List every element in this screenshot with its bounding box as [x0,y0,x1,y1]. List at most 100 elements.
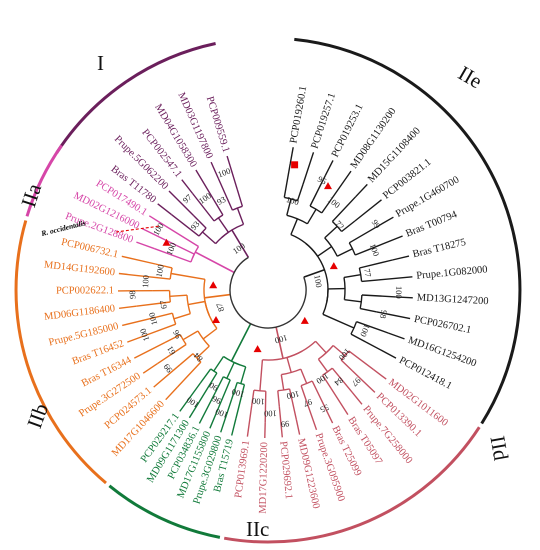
leaf-branch [325,408,334,424]
node-arc [203,279,211,316]
leaf-branch [378,216,394,227]
internal-branch [171,214,200,237]
leaf-label: MD06G1186400 [44,303,116,323]
clade-stem [231,229,250,258]
internal-branch [336,248,353,257]
bootstrap-value: 100 [138,327,152,342]
bootstrap-value: 98 [378,309,390,319]
internal-branch [165,225,199,248]
node-arc [236,381,245,386]
bootstrap-value: 100 [394,286,404,299]
leaf-branch [118,272,137,277]
leaf-branch [392,255,410,261]
internal-branch [202,231,217,245]
clade-label-IIc: IIc [246,517,269,541]
annotation-r-occidentalis: R. occidentalis [39,218,86,238]
internal-branch [217,217,229,233]
internal-branch [170,272,206,280]
leaf-branch [305,400,318,431]
internal-branch [286,198,292,216]
bootstrap-value: 100 [337,346,353,362]
internal-branch [344,299,362,303]
duplication-marker [300,316,309,324]
internal-branch [322,313,355,329]
node-arc [359,294,363,309]
internal-branch [235,384,246,419]
internal-branch [187,300,206,306]
bootstrap-value: 100 [151,221,166,237]
bootstrap-value: 100 [140,275,151,288]
clade-stem [303,268,325,278]
leaf-branch [136,241,155,250]
node-arc [286,340,317,359]
node-arc [197,330,210,347]
internal-branch [264,391,267,423]
bootstrap-value: 100 [264,409,277,419]
node-arc [281,368,302,376]
leaf-branch [133,341,166,359]
leaf-branch [157,203,172,216]
leaf-branch [153,364,181,388]
clade-arc-I [55,42,216,154]
bootstrap-value: 96 [316,174,328,187]
bootstrap-value: 90 [207,380,219,393]
bootstrap-value: 100 [214,407,229,421]
internal-branch [259,359,264,391]
internal-branch [341,220,356,233]
internal-branch [154,248,192,263]
node-arc [210,368,218,374]
bootstrap-value: 99 [161,362,174,375]
bootstrap-value: 100 [216,166,231,180]
bootstrap-value: 100 [358,323,372,339]
node-arc [358,267,363,282]
internal-branch [332,344,346,357]
internal-branch [283,163,291,198]
bootstrap-value: 99 [370,218,383,230]
backbone-arc [229,256,307,329]
node-arc [168,290,171,303]
bootstrap-value: 55 [319,402,331,415]
internal-branch [331,367,353,393]
leaf-branch [295,419,301,435]
clade-stem [194,251,235,274]
leaf-label: PCP019260.1 [288,85,309,144]
clade-stem [204,293,231,299]
node-arc [286,214,308,225]
internal-branch [317,358,329,373]
leaf-branch [122,316,156,327]
clade-label-IIe: IIe [454,61,486,93]
bootstrap-value: 93 [215,194,227,207]
bootstrap-value: 96 [171,328,184,340]
leaf-branch [388,332,405,340]
leaf-branch [195,169,215,201]
leaf-branch [121,255,156,265]
internal-branch [324,225,338,239]
internal-branch [176,244,195,255]
leaf-branch [127,335,144,343]
duplication-marker [329,262,338,270]
internal-branch [240,366,247,384]
internal-branch [176,361,202,388]
leaf-branch [365,341,397,359]
leaf-branch [351,370,376,393]
internal-branch [193,215,207,229]
leaf-branch [119,305,137,309]
leaf-branch [330,170,352,200]
internal-branch [286,357,292,373]
backbone-bootstrap: 100 [274,333,289,346]
leaf-branch [165,386,178,401]
leaf-branch [302,152,315,185]
clade-label-IIb: IIb [22,400,53,431]
internal-branch [192,193,215,222]
clade-arc-IIe [294,37,522,425]
clade-stem [275,326,284,359]
bootstrap-value: 67 [158,300,169,310]
leaf-branch [210,161,219,179]
internal-branch [216,379,231,413]
internal-branch [164,334,181,344]
internal-branch [157,343,187,365]
internal-branch [340,359,353,372]
clade-arcs [14,37,522,544]
